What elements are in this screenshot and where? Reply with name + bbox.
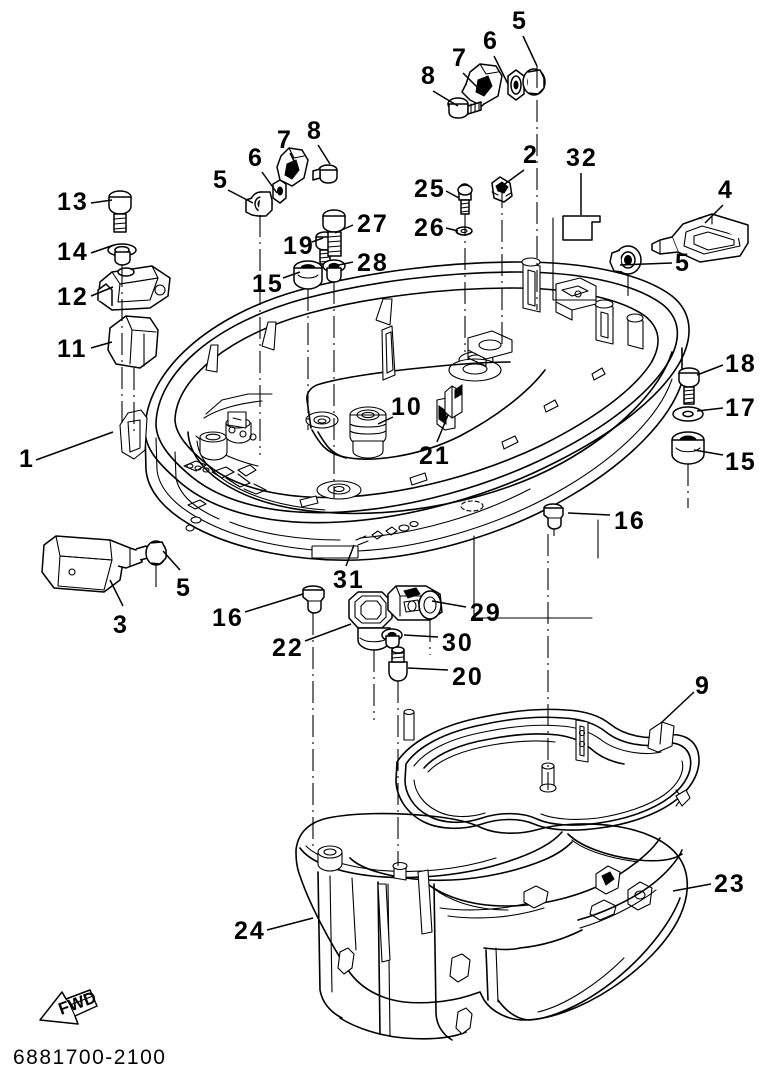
leader-line-16 [244, 593, 304, 613]
callout-16: 16 [614, 507, 646, 535]
leader-line-5 [522, 35, 538, 67]
callout-11: 11 [57, 335, 88, 363]
leader-line-15 [282, 271, 301, 279]
callout-6: 6 [483, 27, 499, 55]
leader-line-20 [407, 667, 449, 671]
leader-line-5 [227, 189, 254, 204]
leader-line-22 [304, 623, 352, 642]
leader-line-2 [501, 169, 525, 187]
callout-5: 5 [213, 166, 229, 194]
part-3-handle [41, 524, 195, 593]
leader-line-31 [345, 544, 355, 567]
callout-25: 25 [414, 175, 446, 203]
part-16-right [543, 503, 564, 530]
right-fastener-column [671, 367, 705, 465]
callout-16: 16 [212, 604, 244, 632]
bottom-cowling-tray [119, 257, 690, 562]
callout-14: 14 [57, 238, 89, 266]
leader-line-13 [90, 199, 113, 204]
callout-21: 21 [419, 442, 451, 470]
leader-line-29 [431, 600, 467, 608]
leader-line-6 [493, 55, 509, 85]
callout-30: 30 [442, 629, 474, 657]
leader-line-12 [90, 286, 114, 297]
leader-line-5 [619, 262, 673, 266]
callout-32: 32 [566, 144, 598, 172]
leader-line-8 [317, 144, 331, 165]
callout-3: 3 [113, 611, 129, 639]
callout-1: 1 [19, 445, 35, 473]
part-10-bushing [349, 406, 387, 459]
leader-line-8 [432, 90, 459, 107]
callout-9: 9 [695, 672, 711, 700]
callout-5: 5 [512, 7, 528, 35]
leader-line-16 [567, 512, 611, 516]
callout-7: 7 [277, 126, 293, 154]
leader-line-19 [311, 237, 324, 243]
fastener-group-top-left [245, 147, 338, 217]
callout-29: 29 [470, 599, 502, 627]
callout-19: 19 [283, 232, 315, 260]
callout-2: 2 [523, 141, 539, 169]
callout-31: 31 [333, 566, 365, 594]
center-fastener-group [293, 209, 346, 290]
assembly-center-lines [121, 66, 689, 866]
leader-line-18 [696, 364, 724, 376]
leader-line-15 [693, 449, 724, 456]
leader-line-28 [333, 261, 354, 267]
callout-5: 5 [675, 249, 691, 277]
leader-line-27 [334, 224, 354, 234]
leader-line-26 [445, 227, 459, 232]
leader-line-23 [672, 883, 712, 892]
callout-24: 24 [234, 917, 266, 945]
leader-line-11 [90, 341, 113, 349]
leader-line-5 [162, 550, 181, 571]
fastener-group-top-right [447, 63, 546, 119]
lower-cowling-assembly [295, 708, 700, 1041]
callout-27: 27 [357, 210, 389, 238]
leader-line-30 [403, 634, 439, 638]
leader-line-24 [266, 917, 314, 931]
leader-line-14 [90, 244, 115, 254]
fasteners-25-26-2-32 [455, 176, 601, 241]
callout-15: 15 [252, 270, 284, 298]
callout-4: 4 [718, 176, 734, 204]
leader-line-6 [261, 171, 278, 194]
leader-line-21 [436, 414, 449, 443]
callout-13: 13 [57, 188, 89, 216]
callout-26: 26 [414, 214, 446, 242]
leader-line-4 [704, 204, 724, 224]
leader-line-9 [660, 691, 695, 724]
leader-line-7 [462, 72, 479, 89]
callout-18: 18 [725, 350, 757, 378]
callout-22: 22 [272, 634, 304, 662]
bottom-fastener-group [302, 585, 443, 682]
callout-12: 12 [57, 283, 89, 311]
callout-10: 10 [391, 393, 423, 421]
callout-15: 15 [725, 448, 757, 476]
callout-28: 28 [357, 249, 389, 277]
leader-line-7 [289, 152, 296, 164]
callout-23: 23 [714, 870, 746, 898]
callout-8: 8 [421, 62, 437, 90]
leader-line-25 [445, 190, 460, 199]
callout-8: 8 [307, 117, 323, 145]
part-21-clip [436, 384, 463, 431]
callout-17: 17 [725, 394, 757, 422]
leader-line-10 [377, 416, 394, 425]
callout-leader-lines [35, 35, 724, 931]
callout-6: 6 [248, 144, 264, 172]
left-fastener-column [97, 190, 171, 369]
callout-5: 5 [176, 574, 192, 602]
leader-line-1 [35, 431, 114, 461]
leader-line-17 [696, 407, 724, 412]
diagram-part-number: 6881700-2100 [13, 1046, 167, 1069]
part-4-handle [609, 213, 749, 275]
leader-line-3 [109, 579, 124, 607]
fwd-arrow: FWD [39, 988, 99, 1025]
callout-20: 20 [452, 663, 484, 691]
callout-7: 7 [452, 44, 468, 72]
